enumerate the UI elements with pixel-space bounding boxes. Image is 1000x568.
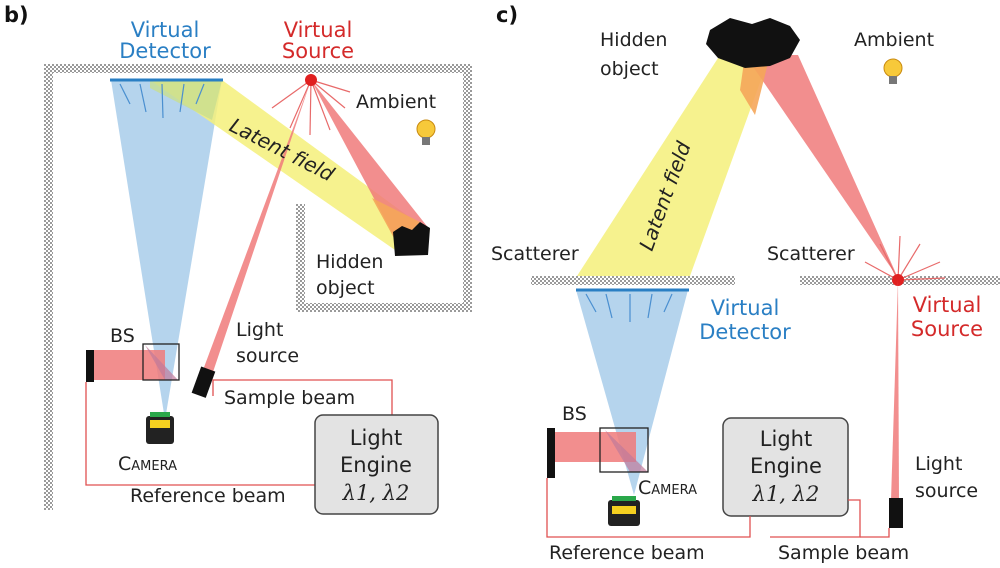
orange-overlap-c <box>740 55 770 115</box>
light-source-device <box>191 366 216 398</box>
light-source-label-c-1: Light <box>915 453 962 475</box>
panel-b: b) <box>4 3 472 515</box>
camera-label-b: Camera <box>118 453 177 475</box>
sample-beam-line-c-2 <box>860 528 890 538</box>
source-object-beam <box>311 80 430 238</box>
light-engine-box-b <box>314 414 439 515</box>
wall-inner <box>296 204 305 312</box>
bs-overlap <box>145 345 178 380</box>
light-engine-label-b-3: λ1, λ2 <box>342 481 410 505</box>
virtual-detector-label-b-1: Virtual <box>131 18 200 42</box>
hidden-object-label-c-2: object <box>600 58 659 80</box>
wall-inner-bottom <box>296 303 472 312</box>
reference-mirror <box>86 350 94 382</box>
ambient-label-b: Ambient <box>356 91 436 113</box>
ambient-bulb-icon-c <box>883 58 903 84</box>
camera-icon-b <box>146 412 174 444</box>
hidden-object-shape <box>393 222 430 256</box>
detector-cone <box>111 80 222 420</box>
virtual-detector-label-c-2: Detector <box>699 320 791 344</box>
light-engine-box-c <box>722 417 849 517</box>
reference-arm-beam-c <box>555 432 636 462</box>
sample-beam-label-b: Sample beam <box>224 387 355 409</box>
reference-beam-label-c: Reference beam <box>549 542 705 564</box>
scatterer-right-label: Scatterer <box>767 243 855 265</box>
sample-beam-line-b <box>212 379 393 415</box>
detector-arrows-c <box>585 293 673 322</box>
light-source-label-b-2: source <box>236 345 299 367</box>
virtual-source-label-b-1: Virtual <box>284 18 353 42</box>
room-walls <box>44 64 472 510</box>
sample-beam-line-c <box>770 499 861 538</box>
wall-right <box>463 64 472 312</box>
camera-icon-c <box>608 496 640 526</box>
virtual-source-dot <box>305 74 317 86</box>
camera-label-c: Camera <box>638 477 697 499</box>
detector-arrows <box>119 83 205 119</box>
reference-beam-label-b: Reference beam <box>130 485 286 507</box>
light-source-beam-c <box>891 280 899 500</box>
virtual-detector-label-b-2: Detector <box>119 39 211 63</box>
reference-beam-line-b <box>85 382 315 486</box>
latent-field-band-c <box>577 55 770 276</box>
bs-label-c: BS <box>562 403 587 425</box>
hidden-object-label-b-1: Hidden <box>316 251 383 273</box>
reference-beam-line-c <box>546 478 751 538</box>
panel-c-label: c) <box>496 3 518 27</box>
scatterer-left-wall <box>531 276 735 285</box>
ambient-label-c: Ambient <box>854 29 934 51</box>
light-engine-label-b-2: Engine <box>340 453 412 477</box>
wall-left <box>44 64 53 510</box>
virtual-detector-label-c-1: Virtual <box>711 296 780 320</box>
light-source-label-b-1: Light <box>236 319 283 341</box>
reference-arm-beam <box>94 350 165 380</box>
light-engine-label-b-1: Light <box>350 426 402 450</box>
light-engine-label-c-1: Light <box>760 427 812 451</box>
light-source-beam <box>203 80 311 372</box>
hidden-object-label-c-1: Hidden <box>600 29 667 51</box>
light-source-device-c <box>889 498 903 528</box>
latent-field-band <box>150 80 430 250</box>
light-source-label-c-2: source <box>915 480 978 502</box>
hidden-object-label-b-2: object <box>316 277 375 299</box>
wall-top <box>44 64 472 73</box>
source-rays <box>271 79 351 136</box>
hidden-object-shape-c <box>706 18 800 68</box>
source-rays-c <box>864 235 946 281</box>
bs-label-b: BS <box>110 325 135 347</box>
light-engine-label-c-3: λ1, λ2 <box>752 482 820 506</box>
beamsplitter-box <box>142 343 180 381</box>
detector-cone-c <box>576 290 688 495</box>
virtual-source-label-c-1: Virtual <box>913 293 982 317</box>
light-engine-label-c-2: Engine <box>750 454 822 478</box>
virtual-source-label-b-2: Source <box>282 39 354 63</box>
beamsplitter-box-c <box>599 427 649 473</box>
panel-b-label: b) <box>4 3 29 27</box>
object-source-beam-c <box>745 55 898 278</box>
virtual-source-label-c-2: Source <box>911 317 983 341</box>
ambient-bulb-icon <box>416 119 436 145</box>
bs-overlap-c <box>605 430 648 472</box>
sample-beam-label-c: Sample beam <box>778 542 909 564</box>
panel-c: c) <box>491 3 1000 564</box>
overlap-region <box>150 80 222 120</box>
reference-mirror-c <box>547 428 555 478</box>
scatterer-left-label: Scatterer <box>491 243 579 265</box>
